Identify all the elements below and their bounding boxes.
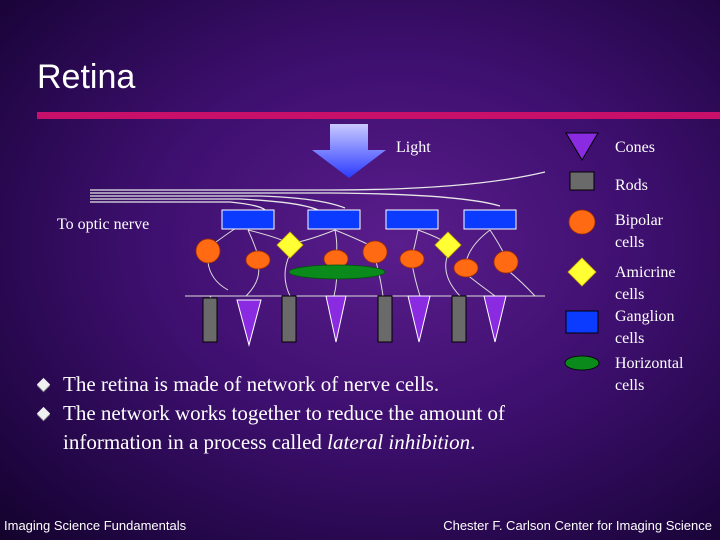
footer-left: Imaging Science Fundamentals — [4, 518, 187, 533]
bipolar-cell — [245, 250, 271, 270]
horizontal-cell — [288, 264, 386, 280]
legend-rods-label: Rods — [615, 177, 648, 194]
legend-ganglion-label: Ganglion cells — [615, 308, 675, 347]
rod-legend-icon — [569, 171, 595, 191]
bipolar-cell — [453, 258, 479, 278]
optic-nerve-label: To optic nerve — [57, 216, 150, 233]
legend-cones-label: Cones — [615, 139, 655, 156]
bullet-text-end: . — [470, 430, 476, 454]
rod — [377, 295, 393, 343]
rod — [451, 295, 467, 343]
rod — [281, 295, 297, 343]
cone — [236, 299, 262, 347]
footer-right: Chester F. Carlson Center for Imaging Sc… — [443, 518, 712, 533]
cone — [483, 295, 507, 343]
legend-horizontal-label: Horizontal cells — [615, 355, 684, 394]
bullet-item: The retina is made of network of nerve c… — [36, 370, 598, 399]
rod — [202, 297, 218, 343]
amacrine-cell — [434, 231, 462, 259]
bipolar-cell — [195, 238, 221, 264]
legend-amacrine-label: Amicrine cells — [615, 264, 676, 303]
light-arrow-icon — [312, 124, 386, 178]
title-rule — [37, 112, 720, 119]
legend-bipolar-label: Bipolar cells — [615, 212, 663, 251]
cones — [236, 295, 507, 347]
bullet-item: The network works together to reduce the… — [36, 399, 598, 457]
amacrine-legend-icon — [567, 257, 597, 287]
bipolar-cell — [399, 249, 425, 269]
light-label: Light — [396, 139, 431, 156]
bullet-emphasis: lateral inhibition — [327, 430, 471, 454]
cone — [325, 295, 347, 343]
ganglion-cell — [221, 209, 275, 230]
bipolar-cell — [362, 240, 388, 264]
neural-connections — [185, 219, 545, 303]
ganglion-cell — [307, 209, 361, 230]
bullet-diamond-icon — [36, 377, 51, 392]
ganglion-cell — [385, 209, 439, 230]
bullet-diamond-icon — [36, 406, 51, 421]
legend-icons — [564, 132, 600, 371]
slide-title: Retina — [37, 58, 136, 96]
ganglion-cell — [463, 209, 517, 230]
amacrine-cell — [276, 231, 304, 259]
horizontal-legend-icon — [564, 355, 600, 371]
bipolar-cells — [195, 238, 519, 278]
rods — [202, 295, 467, 343]
bipolar-legend-icon — [568, 209, 596, 235]
bullet-text: The network works together to reduce the… — [63, 401, 506, 454]
cone — [407, 295, 431, 343]
bullet-list: The retina is made of network of nerve c… — [36, 370, 598, 457]
bullet-text: The retina is made of network of nerve c… — [63, 372, 440, 396]
ganglion-cells — [221, 209, 517, 230]
bipolar-cell — [493, 250, 519, 274]
cone-legend-icon — [565, 132, 599, 161]
ganglion-legend-icon — [565, 310, 599, 334]
optic-nerve-fibers — [90, 171, 546, 211]
amacrine-cells — [276, 231, 462, 259]
